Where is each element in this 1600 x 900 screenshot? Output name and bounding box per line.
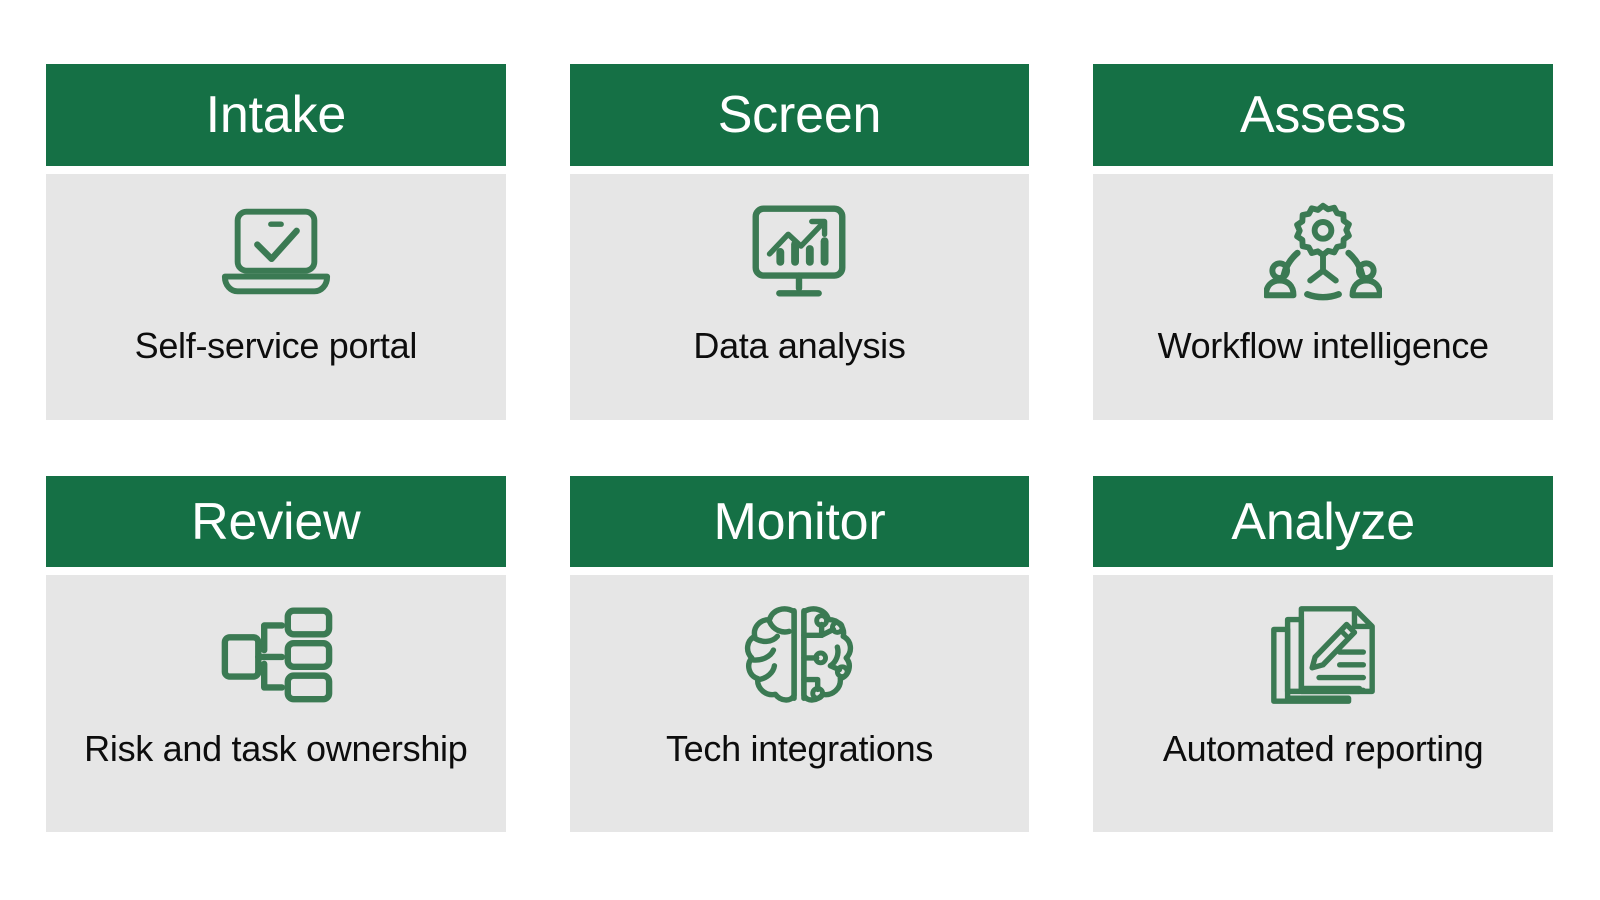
card-body-assess: Workflow intelligence [1093,174,1553,420]
card-intake[interactable]: Intake Self-service portal [46,64,506,420]
card-title: Screen [717,86,882,144]
card-caption: Data analysis [693,325,906,366]
monitor-chart-icon [740,198,858,304]
documents-pencil-icon [1264,601,1382,707]
card-body-intake: Self-service portal [46,174,506,420]
card-title: Monitor [713,492,886,551]
gear-people-network-icon [1264,198,1383,304]
card-caption: Self-service portal [134,325,418,366]
card-review[interactable]: Review Risk and task ownership [46,476,506,832]
ai-brain-icon [740,601,858,707]
card-monitor[interactable]: Monitor [569,476,1030,832]
card-header-screen: Screen [569,64,1030,166]
card-body-review: Risk and task ownership [46,575,506,832]
card-header-assess: Assess [1093,64,1553,166]
card-header-analyze: Analyze [1093,476,1553,567]
card-title: Analyze [1231,492,1415,551]
laptop-check-icon [217,198,335,304]
card-caption: Workflow intelligence [1157,325,1489,366]
card-body-screen: Data analysis [569,174,1030,420]
card-title: Review [191,492,361,551]
card-analyze[interactable]: Analyze [1093,476,1553,832]
card-body-analyze: Automated reporting [1093,575,1553,832]
card-header-intake: Intake [46,64,506,166]
card-header-monitor: Monitor [569,476,1030,567]
card-body-monitor: Tech integrations [569,575,1030,832]
card-caption: Automated reporting [1162,728,1484,769]
card-caption: Risk and task ownership [84,728,468,769]
card-caption: Tech integrations [665,728,934,769]
org-hierarchy-icon [217,601,335,707]
card-screen[interactable]: Screen Data analysis [569,64,1030,420]
card-header-review: Review [46,476,506,567]
card-title: Intake [205,86,347,144]
card-title: Assess [1239,86,1407,144]
card-assess[interactable]: Assess [1093,64,1553,420]
